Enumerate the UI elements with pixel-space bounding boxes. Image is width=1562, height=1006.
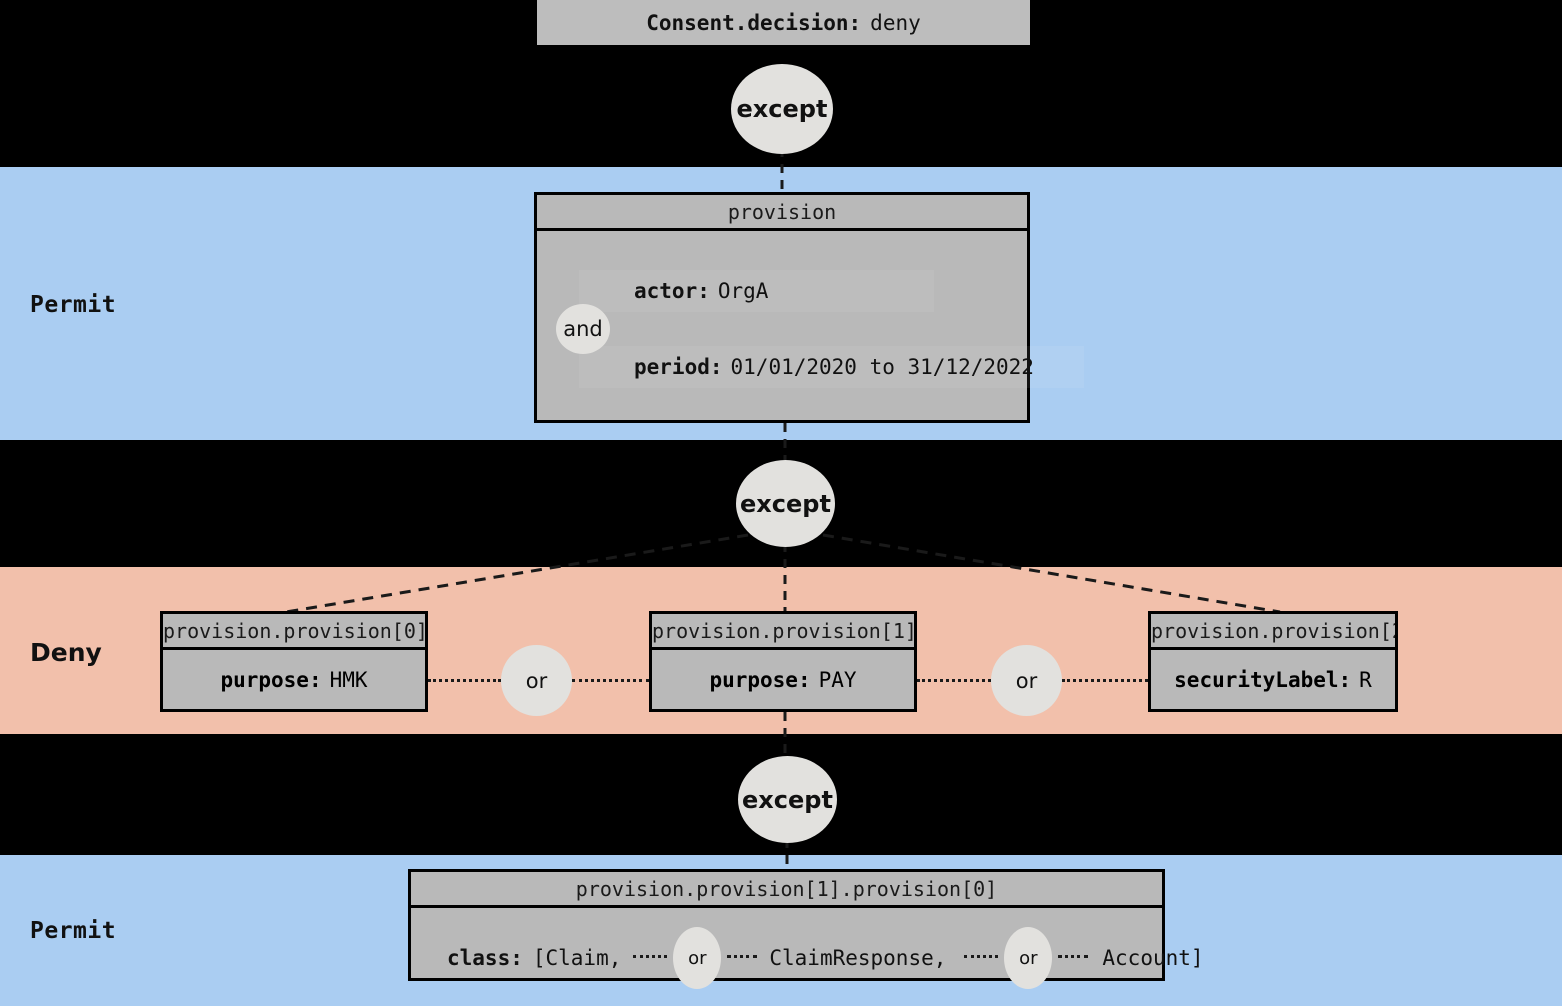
consent-decision-value: deny [870,10,921,35]
node-provision-deny-0-body: purpose: HMK [163,650,425,709]
attr-class-value-claim: [Claim, [532,946,622,970]
attr-row-period: period: 01/01/2020 to 31/12/2022 [579,346,1084,388]
node-provision-deny-0[interactable]: provision.provision[0] purpose: HMK [160,611,428,712]
operator-or-deny-2[interactable]: or [991,645,1062,716]
operator-and[interactable]: and [556,304,610,354]
node-provision-deny-2-title: provision.provision[2] [1151,614,1395,650]
join-line-deny-0-1-left [428,679,501,682]
attr-purpose-0-key: purpose: [220,667,322,692]
node-provision-leaf[interactable]: provision.provision[1].provision[0] clas… [408,869,1204,989]
join-line-deny-1-2-left [917,679,991,682]
node-provision-root-body: actor: OrgA period: 01/01/2020 to 31/12/… [537,231,1084,420]
node-provision-deny-2-body: securityLabel: R [1151,650,1395,709]
node-provision-deny-1-title: provision.provision[1] [652,614,914,650]
join-line-class-2-right [1058,954,1089,958]
node-provision-deny-1[interactable]: provision.provision[1] purpose: PAY [649,611,917,712]
join-line-class-1-left [633,954,668,958]
attr-actor-key: actor: [634,279,710,303]
operator-or-class-1[interactable]: or [673,927,722,989]
band-label-permit-bottom: Permit [30,918,117,944]
node-provision-leaf-title: provision.provision[1].provision[0] [411,872,1162,908]
attr-class-value-account: Account] [1102,946,1204,970]
consent-decision-header: Consent.decision: deny [537,0,1030,45]
operator-except-3[interactable]: except [738,756,837,843]
band-label-deny: Deny [30,638,102,667]
attr-securitylabel-value: R [1359,667,1372,692]
node-provision-deny-0-title: provision.provision[0] [163,614,425,650]
attr-period-key: period: [634,355,723,379]
join-line-deny-0-1-right [572,679,649,682]
attr-class-key: class: [447,946,523,970]
attr-actor-value: OrgA [717,279,769,303]
node-provision-root-title: provision [537,195,1027,231]
attr-purpose-1-value: PAY [818,667,857,692]
node-provision-deny-1-body: purpose: PAY [652,650,914,709]
consent-decision-key: Consent.decision: [646,10,862,35]
attr-purpose-0-value: HMK [329,667,368,692]
node-provision-deny-2[interactable]: provision.provision[2] securityLabel: R [1148,611,1398,712]
attr-class-value-claimresponse: ClaimResponse, [769,946,947,970]
node-provision-root[interactable]: provision actor: OrgA period: 01/01/2020… [534,192,1084,423]
band-label-permit-top: Permit [30,292,117,318]
attr-period-value: 01/01/2020 to 31/12/2022 [730,355,1034,379]
join-line-class-2-left [964,954,999,958]
attr-purpose-1-key: purpose: [709,667,811,692]
attr-row-actor: actor: OrgA [579,270,934,312]
attr-class-row: class: [Claim, or ClaimResponse, or Acco… [447,927,1204,989]
operator-except-1[interactable]: except [731,64,833,154]
join-line-class-1-right [727,954,758,958]
operator-or-deny-1[interactable]: or [501,645,572,716]
join-line-deny-1-2-right [1062,679,1148,682]
attr-securitylabel-key: securityLabel: [1174,667,1352,692]
node-provision-leaf-body: class: [Claim, or ClaimResponse, or Acco… [411,908,1204,989]
operator-except-2[interactable]: except [736,460,835,547]
operator-or-class-2[interactable]: or [1004,927,1053,989]
